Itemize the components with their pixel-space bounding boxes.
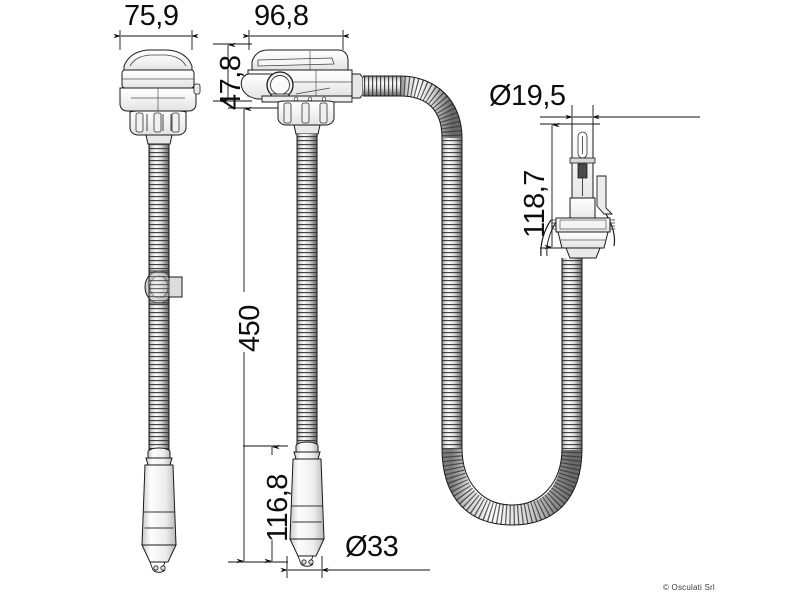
side-view-geometry [240,49,583,567]
dimension-label-detail-height: 118,7 [519,170,551,238]
front-view-geometry [119,49,201,573]
dimension-label-stem-diam: Ø19,5 [489,80,566,112]
dimension-label-height-box: 47,8 [215,55,247,110]
hose-clip-front [144,270,183,304]
dimension-label-handle-length: 116,8 [262,474,294,542]
handle-front [141,447,177,573]
dimension-lines [113,30,700,578]
dimension-label-width-side: 96,8 [254,0,309,32]
detail-view-geometry [540,123,616,259]
dimension-label-hose-length: 450 [234,305,266,352]
copyright-notice: © Osculati Srl [663,583,715,592]
handle-side [289,441,325,567]
dimension-label-width-front: 75,9 [124,0,179,32]
dimension-label-handle-diam: Ø33 [345,531,399,563]
